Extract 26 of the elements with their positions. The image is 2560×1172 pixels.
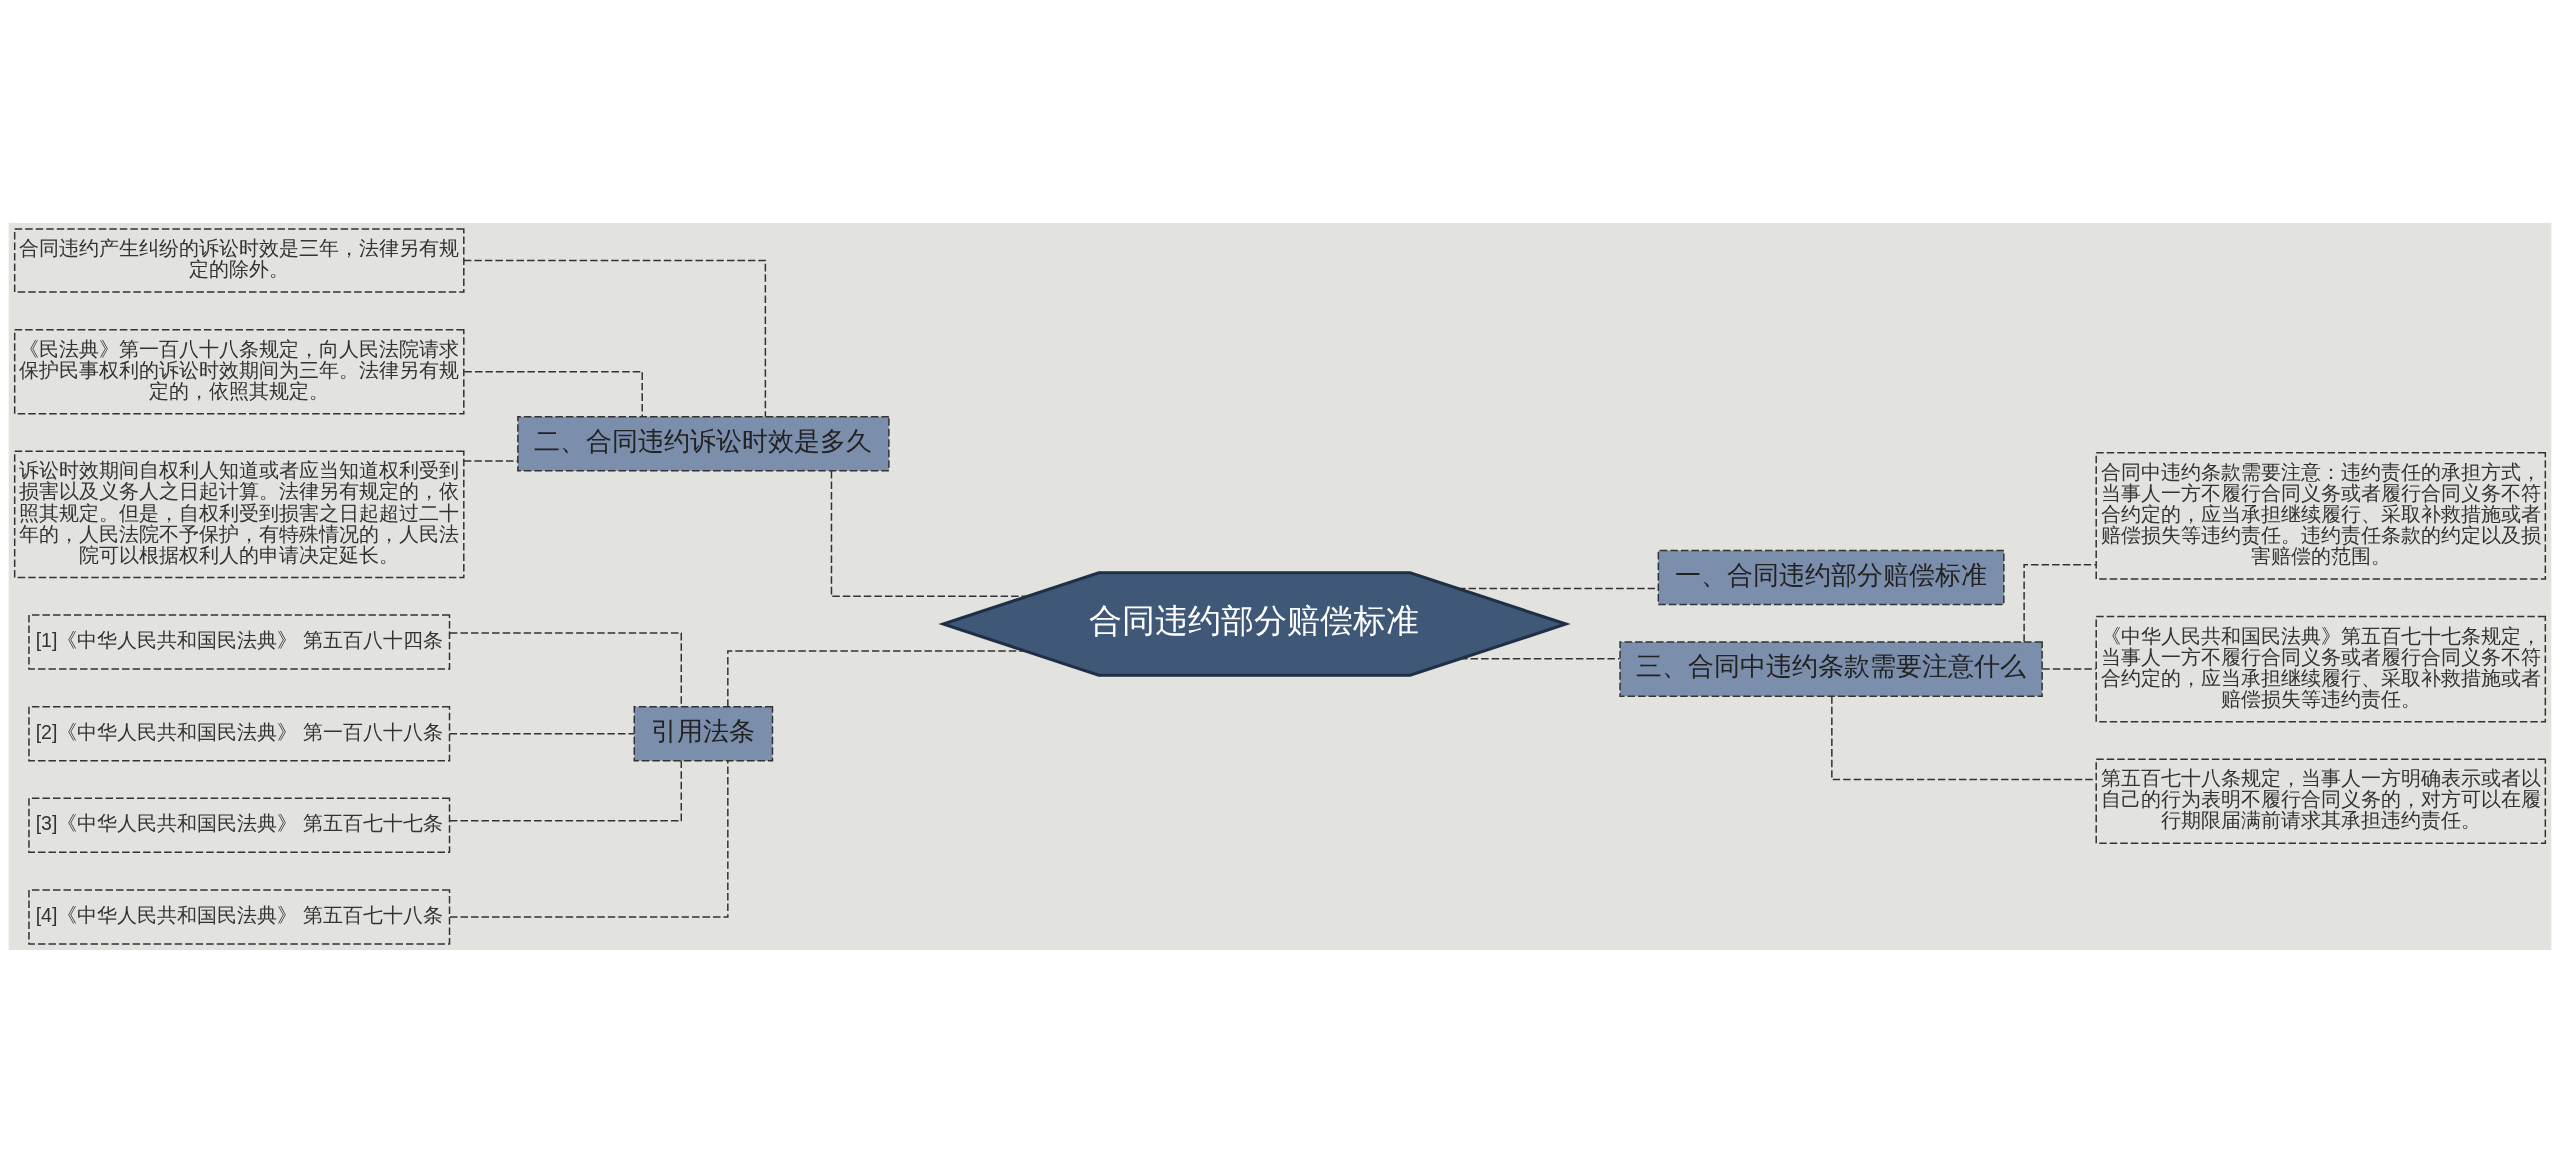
connector [830,469,1029,597]
connector [463,259,767,417]
node-box: 合同中违约条款需要注意：违约责任的承担方式，当事人一方不履行合同义务或者履行合同义务不符合约定的，应当承担继续履行、采取补救措施或者赔偿损失等违约责任。违约责任条款的约定以及损害赔偿的范围。 [2095,451,2547,580]
node-box: 第五百七十八条规定，当事人一方明确表示或者以自己的行为表明不履行合同义务的，对方可以在履行期限届满前请求其承担违约责任。 [2095,758,2547,844]
connector [1459,657,1621,660]
node-box: [4]《中华人民共和国民法典》 第五百七十八条 [28,888,451,945]
connector [463,459,519,462]
connector [727,649,1026,707]
node-box: [3]《中华人民共和国民法典》 第五百七十七条 [28,797,451,853]
node-box: 引用法条 [633,705,774,761]
node-box: 三、合同中违约条款需要注意什么 [1619,640,2043,697]
connector [463,370,643,417]
node-box: 诉讼时效期间自权利人知道或者应当知道权利受到损害以及义务人之日起计算。法律另有规定的，依照其规定。但是，自权利受到损害之日起超过二十年的，人民法院不予保护，有特殊情况的，人民法院可以根据权利人的申请决定延长。 [13,450,465,578]
connector [449,759,729,918]
connector [449,631,682,707]
node-box: 《民法典》第一百八十八条规定，向人民法院请求保护民事权利的诉讼时效期间为三年。法律另有规定的，依照其规定。 [13,328,465,414]
node-box: 合同违约产生纠纷的诉讼时效是三年，法律另有规定的除外。 [13,227,465,293]
node-box: [1]《中华人民共和国民法典》 第五百八十四条 [28,613,451,670]
connector [448,732,635,734]
node-box: 《中华人民共和国民法典》第五百七十七条规定，当事人一方不履行合同义务或者履行合同义务不符合约定的，应当承担继续履行、采取补救措施或者赔偿损失等违约责任。 [2095,615,2547,722]
node-box: 二、合同违约诉讼时效是多久 [517,415,890,472]
connector [2041,667,2097,670]
connector [2023,563,2097,642]
node-box: 一、合同违约部分赔偿标准 [1657,549,2005,605]
connector [449,759,682,822]
node-box: [2]《中华人民共和国民法典》 第一百八十八条 [28,705,451,761]
